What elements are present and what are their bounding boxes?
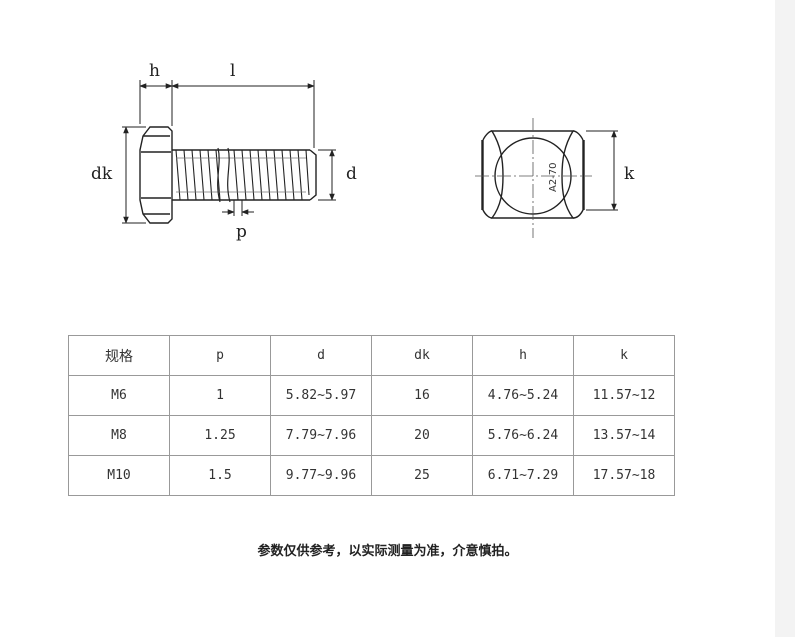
head-marking-text: A2-70: [548, 162, 559, 192]
dimension-label-d: d: [346, 164, 357, 184]
cell-p: 1.5: [169, 455, 271, 496]
cell-k: 17.57~18: [573, 455, 675, 496]
cell-dk: 20: [371, 415, 473, 456]
bolt-head-end-view: [475, 118, 592, 238]
disclaimer-note: 参数仅供参考，以实际测量为准，介意慎拍。: [257, 544, 518, 559]
header-d: d: [270, 335, 372, 376]
page-right-margin: [775, 0, 795, 637]
cell-h: 6.71~7.29: [472, 455, 574, 496]
bolt-side-view: [139, 126, 317, 224]
dimension-label-p: p: [236, 222, 247, 242]
table-row: M10 1.5 9.77~9.96 25 6.71~7.29 17.57~18: [68, 455, 675, 496]
bolt-technical-drawing: A2-70: [122, 80, 618, 238]
cell-k: 11.57~12: [573, 375, 675, 416]
cell-p: 1: [169, 375, 271, 416]
cell-h: 4.76~5.24: [472, 375, 574, 416]
header-dk: dk: [371, 335, 473, 376]
specification-table: 规格 p d dk h k M6 1 5.82~5.97 16 4.76~5.2…: [68, 335, 675, 496]
cell-spec: M6: [68, 375, 170, 416]
cell-dk: 16: [371, 375, 473, 416]
cell-d: 5.82~5.97: [270, 375, 372, 416]
cell-d: 9.77~9.96: [270, 455, 372, 496]
header-spec: 规格: [68, 335, 170, 376]
cell-spec: M8: [68, 415, 170, 456]
table-header-row: 规格 p d dk h k: [68, 335, 675, 376]
dimension-label-h: h: [149, 61, 160, 81]
table-row: M6 1 5.82~5.97 16 4.76~5.24 11.57~12: [68, 375, 675, 416]
cell-p: 1.25: [169, 415, 271, 456]
end-view-dimensions: [586, 130, 618, 211]
dimension-label-k: k: [624, 164, 635, 184]
header-p: p: [169, 335, 271, 376]
side-view-dimensions: [122, 80, 336, 224]
header-h: h: [472, 335, 574, 376]
cell-spec: M10: [68, 455, 170, 496]
dimension-label-dk: dk: [91, 164, 113, 184]
dimension-label-l: l: [230, 61, 236, 81]
cell-k: 13.57~14: [573, 415, 675, 456]
cell-dk: 25: [371, 455, 473, 496]
header-k: k: [573, 335, 675, 376]
cell-d: 7.79~7.96: [270, 415, 372, 456]
cell-h: 5.76~6.24: [472, 415, 574, 456]
table-row: M8 1.25 7.79~7.96 20 5.76~6.24 13.57~14: [68, 415, 675, 456]
